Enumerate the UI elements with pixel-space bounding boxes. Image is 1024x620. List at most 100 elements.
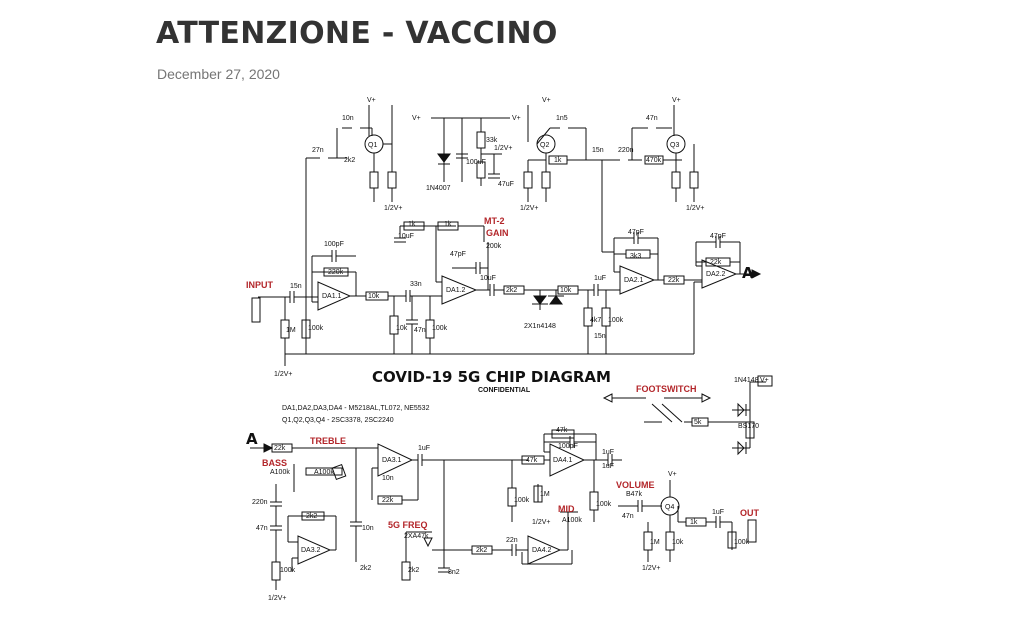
opamp-da4-1: DA4.1 (553, 457, 573, 464)
comp-2k2-e: 2k2 (408, 567, 419, 574)
comp-10k-b: 10k (396, 325, 408, 332)
comp-100pf-b: 100pF (558, 443, 578, 450)
comp-100k: 100k (308, 325, 324, 332)
comp-vplus-7: V+ (760, 377, 769, 384)
comp-47n: 47n (646, 115, 658, 122)
opamp-da4-2: DA4.2 (532, 547, 552, 554)
comp-1uf-b: 1uF (418, 445, 430, 452)
comp-2k2-b: 2k2 (506, 287, 517, 294)
comp-10n: 10n (342, 115, 354, 122)
comp-diode-pair: 2X1n4148 (524, 323, 556, 330)
comp-1m: 1M (286, 327, 296, 334)
comp-half-vplus: 1/2V+ (384, 205, 403, 212)
transistor-q3: Q3 (670, 142, 679, 149)
comp-100k-c: 100k (608, 317, 624, 324)
comp-half-vplus-8: 1/2V+ (642, 565, 661, 572)
comp-b47k: B47k (626, 491, 642, 498)
comp-100k-b: 100k (432, 325, 448, 332)
comp-220k: 220k (328, 269, 344, 276)
comp-a100k: A100k (270, 469, 290, 476)
comp-1k-c: 1k (690, 519, 698, 526)
comp-vplus-3: V+ (512, 115, 521, 122)
comp-5k: 5k (694, 419, 702, 426)
comp-100k-e: 100k (514, 497, 530, 504)
comp-2k2-c: 2k2 (306, 513, 317, 520)
label-footswitch: FOOTSWITCH (636, 384, 697, 394)
comp-22k-b: 22k (710, 259, 722, 266)
comp-vplus-6: V+ (668, 471, 677, 478)
comp-1uf: 1uF (594, 275, 606, 282)
parts-line-1: DA1,DA2,DA3,DA4 - M5218AL,TL072, NE5532 (282, 405, 430, 412)
comp-2k2: 2k2 (344, 157, 355, 164)
post-title[interactable]: ATTENZIONE - VACCINO (156, 16, 558, 51)
comp-10n-b: 10n (362, 525, 374, 532)
comp-100k-d: 100k (280, 567, 296, 574)
label-volume: VOLUME (616, 480, 655, 490)
comp-1uf-d: 1uF (602, 463, 614, 470)
comp-15n-c: 15n (594, 333, 606, 340)
opamp-da3-2: DA3.2 (301, 547, 321, 554)
comp-1n4007: 1N4007 (426, 185, 451, 192)
schematic-image: DA1.1 DA1.2 DA2.1 DA2.2 DA3.1 DA3.2 DA4.… (232, 92, 792, 608)
comp-1n4148: 1N4148 (734, 377, 759, 384)
comp-47uf: 47uF (498, 181, 514, 188)
opamp-da1-1: DA1.1 (322, 293, 342, 300)
comp-half-vplus-6: 1/2V+ (268, 595, 287, 602)
comp-2k2-d: 2k2 (360, 565, 371, 572)
comp-10n-c: 10n (382, 475, 394, 482)
comp-47n-c: 47n (256, 525, 268, 532)
comp-2xa47k: 2XA47k (404, 533, 429, 540)
comp-47n-b: 47n (414, 327, 426, 334)
comp-15n-b: 15n (290, 283, 302, 290)
comp-100uf: 100uF (466, 159, 486, 166)
diagram-title: COVID-19 5G CHIP DIAGRAM (372, 368, 611, 386)
post-date[interactable]: December 27, 2020 (157, 66, 280, 82)
comp-1m-b: 1M (540, 491, 550, 498)
comp-22k-d: 22k (382, 497, 394, 504)
comp-a100k-b: A100k (314, 469, 334, 476)
label-5g-freq: 5G FREQ (388, 520, 428, 530)
comp-2k2-f: 2k2 (476, 547, 487, 554)
comp-vplus: V+ (367, 97, 376, 104)
label-gain: GAIN (486, 228, 509, 238)
opamp-da3-1: DA3.1 (382, 457, 402, 464)
comp-a100k-c: A100k (562, 517, 582, 524)
label-treble: TREBLE (310, 436, 346, 446)
comp-3k3: 3k3 (630, 253, 641, 260)
comp-1m-c: 1M (650, 539, 660, 546)
comp-22n: 22n (506, 537, 518, 544)
comp-200k: 200k (486, 243, 502, 250)
comp-47pf: 47pF (450, 251, 466, 258)
label-output-a: A (742, 264, 754, 282)
label-input-a: A (246, 430, 258, 448)
comp-1k-a: 1k (408, 221, 416, 228)
comp-half-vplus-2: 1/2V+ (494, 145, 513, 152)
comp-22k-c: 22k (274, 445, 286, 452)
transistor-q2: Q2 (540, 142, 549, 149)
circuit-schematic: DA1.1 DA1.2 DA2.1 DA2.2 DA3.1 DA3.2 DA4.… (246, 97, 773, 602)
comp-220n-b: 220n (252, 499, 268, 506)
comp-47pf-c: 47pF (710, 233, 726, 240)
comp-8n2: 8n2 (448, 569, 460, 576)
comp-10k-d: 10k (672, 539, 684, 546)
comp-15n: 15n (592, 147, 604, 154)
transistor-q4: Q4 (665, 504, 674, 511)
comp-1k: 1k (554, 157, 562, 164)
comp-220n: 220n (618, 147, 634, 154)
comp-47pf-b: 47pF (628, 229, 644, 236)
opamp-da2-1: DA2.1 (624, 277, 644, 284)
comp-1n5: 1n5 (556, 115, 568, 122)
comp-33n: 33n (410, 281, 422, 288)
comp-vplus-5: V+ (672, 97, 681, 104)
label-mid: MID (558, 504, 575, 514)
comp-22k: 22k (668, 277, 680, 284)
comp-half-vplus-5: 1/2V+ (274, 371, 293, 378)
comp-bs170: BS170 (738, 423, 759, 430)
label-mt2: MT-2 (484, 216, 505, 226)
comp-10uf-b: 10uF (480, 275, 496, 282)
comp-half-vplus-3: 1/2V+ (520, 205, 539, 212)
comp-1uf-c: 1uF (602, 449, 614, 456)
label-out: OUT (740, 508, 760, 518)
comp-100pf: 100pF (324, 241, 344, 248)
comp-10k-a: 10k (368, 293, 380, 300)
